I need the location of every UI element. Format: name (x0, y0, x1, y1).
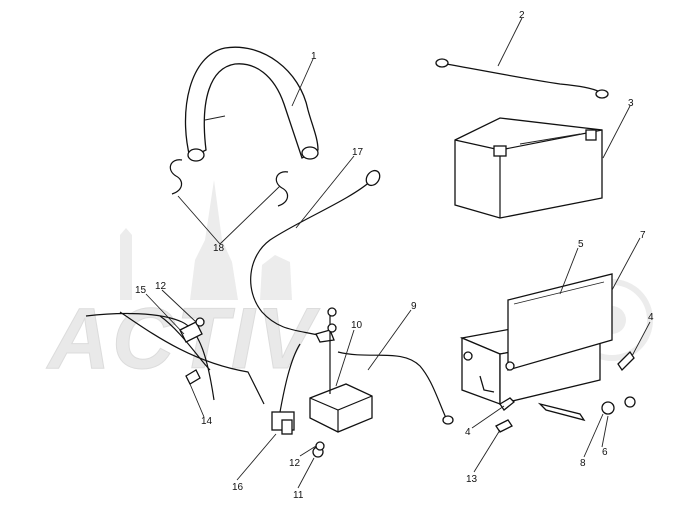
callout-12-upper: 12 (155, 281, 167, 292)
callout-18: 18 (213, 243, 225, 254)
leader-lines (145, 17, 651, 489)
callout-10: 10 (351, 320, 363, 331)
callout-12-lower: 12 (289, 458, 301, 469)
fasteners-right (495, 350, 636, 433)
fasteners-lower (312, 441, 325, 458)
callout-labels: 1 2 3 4 4 5 6 7 8 9 10 11 12 12 13 14 15… (135, 10, 654, 501)
callout-13: 13 (466, 474, 478, 485)
watermark-dome (260, 255, 292, 300)
cable-9 (337, 351, 454, 425)
callout-1: 1 (311, 51, 317, 62)
solenoid (309, 307, 373, 433)
battery (454, 117, 603, 219)
watermark-tower (120, 228, 132, 300)
callout-14: 14 (201, 416, 213, 427)
callout-16: 16 (232, 482, 244, 493)
battery-strap (184, 46, 319, 162)
positive-cable (250, 169, 381, 343)
callout-6: 6 (602, 447, 608, 458)
frame-bracket (85, 311, 265, 405)
callout-8: 8 (580, 458, 586, 469)
connector (271, 343, 301, 435)
ground-cable (435, 58, 609, 99)
callout-2: 2 (519, 10, 525, 21)
callout-3: 3 (628, 98, 634, 109)
watermark-text: ACTIV (46, 291, 321, 387)
battery-box (459, 273, 613, 422)
callout-15: 15 (135, 285, 147, 296)
callout-7: 7 (640, 230, 646, 241)
watermark-spire (190, 180, 238, 300)
callout-9: 9 (411, 301, 417, 312)
callout-4-lower: 4 (465, 427, 471, 438)
callout-4-right: 4 (648, 312, 654, 323)
callout-11: 11 (293, 490, 304, 501)
callout-17: 17 (352, 147, 364, 158)
callout-5: 5 (578, 239, 584, 250)
strap-hooks (169, 159, 289, 207)
